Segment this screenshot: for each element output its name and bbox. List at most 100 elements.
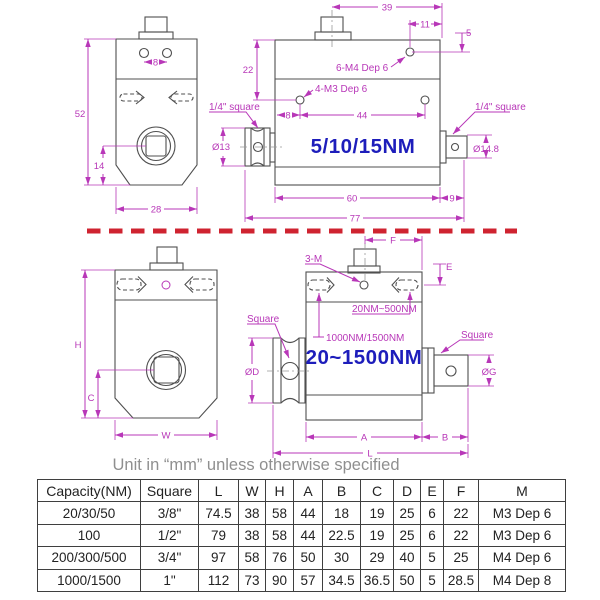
m3-hole [420,95,430,105]
dim-left-shaft-dia: Ø13 [212,142,230,153]
table-cell: 30 [322,546,361,570]
dim-width-W: W [162,431,171,442]
table-cell: 50 [293,546,323,570]
dim-total-length: 77 [350,214,361,225]
table-cell: 90 [265,568,294,592]
table-header-cell: E [420,478,444,503]
bottom-front-body [114,246,218,419]
model-label-small: 5/10/15NM [311,135,416,158]
table-cell: 40 [393,546,421,570]
top-side-view: 5/10/15NM 39 11 5 22 6-M4 Dep 6 4-M3 Dep… [209,3,526,225]
dim-right-dia-G: ØG [482,367,497,378]
dim-height-H: H [75,340,82,351]
table-cell: M4 Dep 8 [478,568,566,592]
table-cell: 5 [420,546,444,570]
top-side-right-shaft [439,130,468,164]
top-side-body [274,10,441,186]
table-header-cell: Capacity(NM) [37,478,141,503]
table-header-cell: W [238,478,266,503]
slot-dashed [116,278,142,291]
table-header-cell: Square [140,478,199,503]
table-cell: 44 [293,501,323,525]
slot-dashed [170,93,194,102]
dim-hole-to-edge: 11 [420,20,430,31]
table-cell: 3/4" [140,546,199,570]
dim-center-C: C [88,393,95,404]
dim-flange-F: F [390,236,396,247]
table-header-cell: F [443,478,479,503]
table-cell: 6 [420,501,444,525]
dim-top-width: 39 [382,3,393,14]
top-side-left-shaft [240,127,282,167]
table-cell: M3 Dep 6 [478,523,566,548]
bottom-front-dimensions: H C W [75,269,218,442]
table-cell: 20/30/50 [37,501,141,525]
table-cell: 25 [393,501,421,525]
model-label-large: 20~1500NM [306,346,423,369]
table-cell: 1/2" [140,523,199,548]
dim-top-height: 22 [243,65,254,76]
top-front-view: 8 52 14 28 [75,16,198,216]
mount-hole [138,47,150,59]
dim-edge-offset: 5 [466,28,471,39]
table-cell: 76 [265,546,294,570]
dim-right-shaft-dia: Ø14.8 [473,144,499,155]
table-cell: 57 [293,568,323,592]
table-cell: 1" [140,568,199,592]
table-cell: 36.5 [360,568,394,592]
dim-shaft-B: B [442,433,448,444]
technical-drawing-canvas: 8 52 14 28 [75,3,527,460]
label-right-square: Square [461,330,494,341]
table-cell: 58 [238,546,266,570]
table-header-cell: A [293,478,323,503]
table-cell: 18 [322,501,361,525]
table-header-cell: B [322,478,361,503]
label-top-holes: 6-M4 Dep 6 [336,63,389,74]
table-cell: M4 Dep 6 [478,546,566,570]
dim-shaft-length: 9 [449,194,454,205]
bottom-side-dimensions: F 3-M E 20NM~500NM 1000NM/1500NM Square … [245,236,497,460]
3m-hole [359,280,369,290]
table-header-cell: H [265,478,294,503]
table-cell: 200/300/500 [37,546,141,570]
table-cell: 29 [360,546,394,570]
dim-hole-spacing-44: 44 [357,111,368,122]
table-cell: 79 [198,523,239,548]
table-cell: 22 [443,523,479,548]
table-cell: 3/8" [140,501,199,525]
bottom-side-left-shaft [267,337,311,404]
table-cell: 73 [238,568,266,592]
label-side-holes: 4-M3 Dep 6 [315,84,368,95]
dim-width: 28 [151,205,162,216]
top-front-body [115,16,198,186]
table-cell: 19 [360,523,394,548]
table-cell: 38 [238,501,266,525]
table-cell: 44 [293,523,323,548]
label-left-shaft-square: 1/4" square [209,102,260,113]
label-range-small: 20NM~500NM [352,304,417,315]
bottom-side-right-shaft [421,347,469,394]
table-cell: 19 [360,501,394,525]
label-range-large: 1000NM/1500NM [326,333,404,344]
table-cell: M3 Dep 6 [478,501,566,525]
dim-left-dia-D: ØD [245,367,259,378]
table-cell: 58 [265,523,294,548]
table-cell: 38 [238,523,266,548]
unit-note: Unit in “mm” unless otherwise specified [112,456,400,474]
table-cell: 97 [198,546,239,570]
dim-body-A: A [361,433,368,444]
dim-hole-spacing: 8 [153,58,158,69]
slot-dashed [119,93,143,102]
mount-hole [161,47,173,59]
table-cell: 112 [198,568,239,592]
table-cell: 100 [37,523,141,548]
slot-dashed [307,279,331,291]
slot-dashed [395,279,419,291]
